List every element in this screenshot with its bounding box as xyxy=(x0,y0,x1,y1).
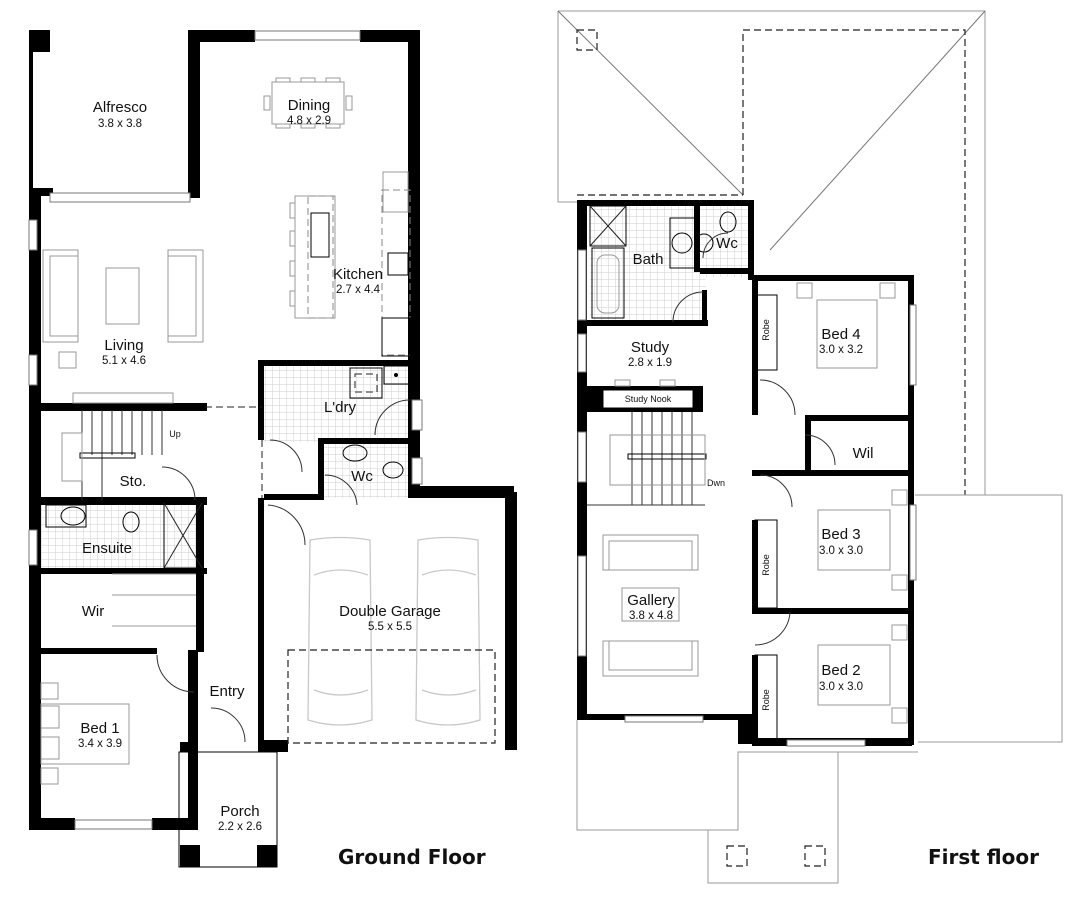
alfresco-label: Alfresco xyxy=(93,99,147,116)
garage-label: Double Garage xyxy=(339,603,441,620)
entry-label: Entry xyxy=(209,683,245,700)
bed1-size: 3.4 x 3.9 xyxy=(78,738,122,750)
gallery-label: Gallery xyxy=(627,592,675,609)
ground-floor-title: Ground Floor xyxy=(338,845,486,869)
wir-label: Wir xyxy=(82,603,105,620)
alfresco-size: 3.8 x 3.8 xyxy=(98,118,142,130)
bath-label: Bath xyxy=(633,251,664,268)
bed4-label: Bed 4 xyxy=(821,326,860,343)
storage-label: Sto. xyxy=(120,473,147,490)
gallery-size: 3.8 x 4.8 xyxy=(629,610,673,622)
first-floor-plan: Bath Wc Study 2.8 x 1.9 Study Nook Bed 4… xyxy=(557,10,1063,884)
robe-bed4-label: Robe xyxy=(761,319,771,341)
ground-wc-label: Wc xyxy=(351,468,373,485)
ground-floor-plan: Alfresco 3.8 x 3.8 Dining 4.8 x 2.9 Kitc… xyxy=(28,30,517,869)
study-nook-label: Study Nook xyxy=(625,394,672,404)
bed2-size: 3.0 x 3.0 xyxy=(819,681,863,693)
dining-size: 4.8 x 2.9 xyxy=(287,115,331,127)
kitchen-label: Kitchen xyxy=(333,266,383,283)
dining-label: Dining xyxy=(288,97,331,114)
garage-size: 5.5 x 5.5 xyxy=(368,621,412,633)
bed3-label: Bed 3 xyxy=(821,526,860,543)
kitchen-size: 2.7 x 4.4 xyxy=(336,284,381,296)
laundry-label: L'dry xyxy=(324,399,357,416)
wil-label: Wil xyxy=(853,445,874,462)
porch-size: 2.2 x 2.6 xyxy=(218,821,262,833)
bed4-size: 3.0 x 3.2 xyxy=(819,344,863,356)
robe-bed3-label: Robe xyxy=(761,554,771,576)
ensuite-label: Ensuite xyxy=(82,540,132,557)
stair-down-label: Dwn xyxy=(707,478,725,488)
bed3-size: 3.0 x 3.0 xyxy=(819,545,863,557)
first-floor-title: First floor xyxy=(928,845,1039,869)
robe-bed2-label: Robe xyxy=(761,689,771,711)
living-size: 5.1 x 4.6 xyxy=(102,355,146,367)
living-label: Living xyxy=(104,337,143,354)
bed1-label: Bed 1 xyxy=(80,720,119,737)
stair-up-label: Up xyxy=(169,429,181,439)
porch-label: Porch xyxy=(220,803,259,820)
first-wc-label: Wc xyxy=(716,235,738,252)
study-size: 2.8 x 1.9 xyxy=(628,357,672,369)
bed2-label: Bed 2 xyxy=(821,662,860,679)
study-label: Study xyxy=(631,339,670,356)
